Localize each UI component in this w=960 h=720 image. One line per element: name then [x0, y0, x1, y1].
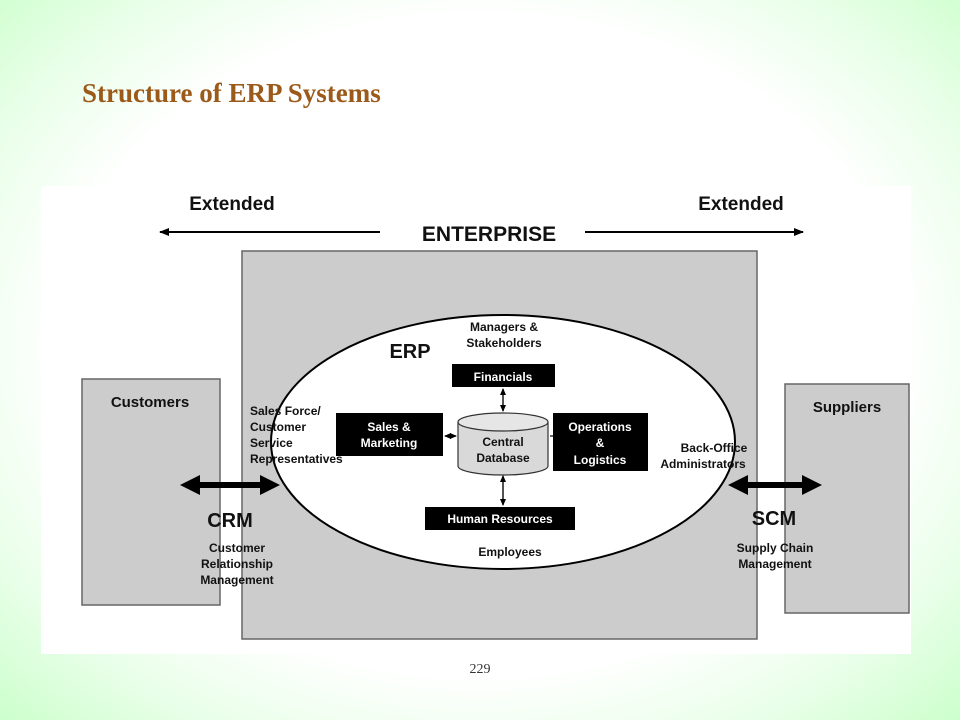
financials-box: [452, 364, 555, 387]
central-database-cylinder: [457, 412, 549, 476]
backoffice-label-line2: Administrators: [660, 457, 746, 471]
suppliers-box: [784, 383, 910, 614]
salesforce-label-line2: Customer: [250, 420, 306, 434]
ops-label-line2: &: [596, 436, 605, 450]
managers-label-line2: Stakeholders: [466, 336, 542, 350]
erp-label: ERP: [389, 341, 430, 363]
crm-double-arrow: [180, 475, 280, 495]
ops-label-line3: Logistics: [574, 453, 627, 467]
database-label-line2: Database: [476, 451, 530, 465]
database-label-line1: Central: [482, 435, 523, 449]
salesforce-label-line4: Representatives: [250, 452, 343, 466]
scm-desc-line2: Management: [738, 557, 811, 571]
ops-label-line1: Operations: [568, 420, 632, 434]
extended-right-label: Extended: [698, 194, 784, 215]
scm-label: SCM: [752, 508, 796, 530]
sales-label-line1: Sales &: [367, 420, 411, 434]
crm-label: CRM: [207, 510, 253, 532]
crm-desc-line3: Management: [200, 573, 273, 587]
human-resources-box: [425, 507, 575, 530]
enterprise-label: ENTERPRISE: [422, 223, 556, 246]
financials-label: Financials: [474, 370, 533, 384]
sales-label-line2: Marketing: [361, 436, 418, 450]
scm-double-arrow: [728, 475, 822, 495]
managers-label-line1: Managers &: [470, 320, 538, 334]
sales-marketing-box: [336, 413, 443, 456]
employees-label: Employees: [478, 545, 542, 559]
backoffice-label-line1: Back-Office: [681, 441, 748, 455]
operations-logistics-box: [553, 413, 648, 471]
diagram-canvas: Extended Extended ENTERPRISE Customers S…: [81, 194, 910, 640]
extended-left-label: Extended: [189, 194, 275, 215]
scm-desc-line1: Supply Chain: [737, 541, 814, 555]
salesforce-label-line3: Service: [250, 436, 293, 450]
slide-title: Structure of ERP Systems: [82, 78, 381, 108]
salesforce-label-line1: Sales Force/: [250, 404, 321, 418]
crm-desc-line1: Customer: [209, 541, 265, 555]
human-resources-label: Human Resources: [447, 512, 553, 526]
erp-structure-diagram: Extended Extended ENTERPRISE Customers S…: [41, 186, 911, 654]
page-number: 229: [469, 662, 491, 677]
suppliers-label: Suppliers: [813, 399, 881, 416]
crm-desc-line2: Relationship: [201, 557, 273, 571]
customers-label: Customers: [111, 394, 189, 411]
